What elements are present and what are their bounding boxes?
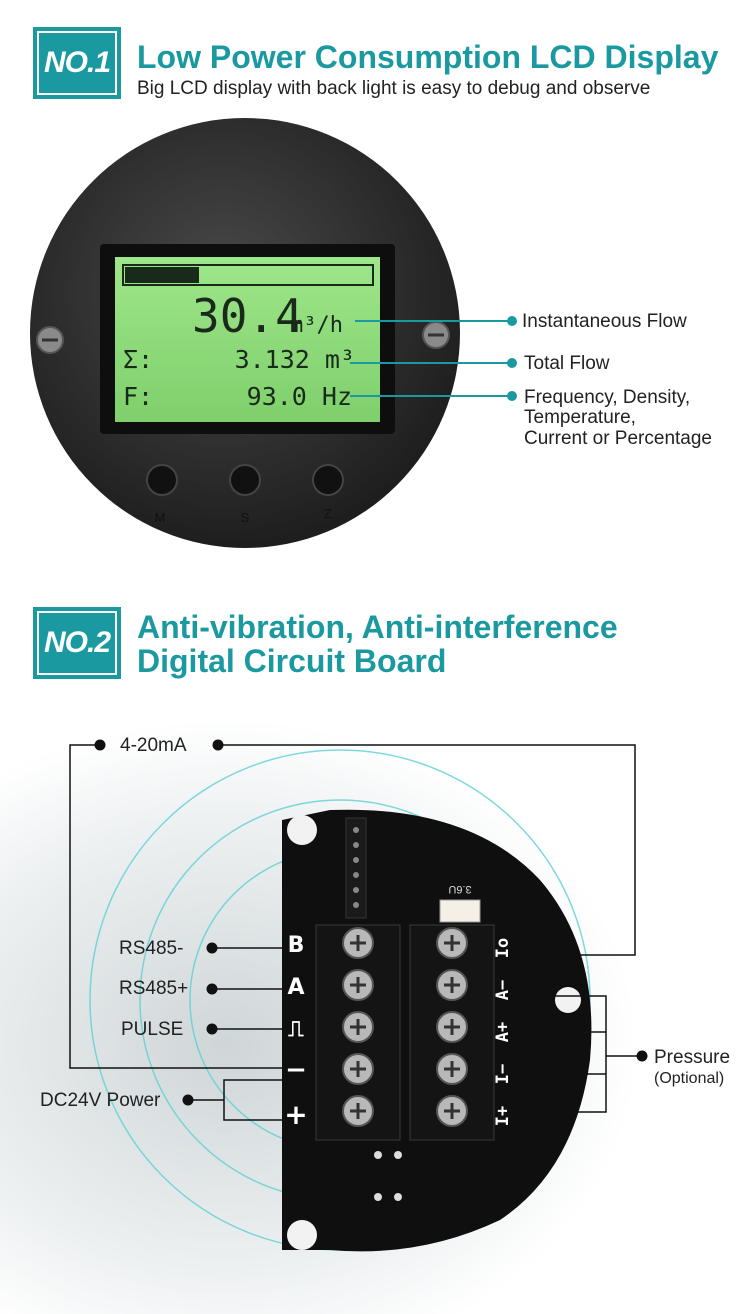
label-rs485-minus: RS485- [119,938,184,959]
terminal-screw-slot [444,1103,460,1119]
label-pulse: PULSE [121,1019,184,1040]
callout-line-total [350,358,517,368]
button-z[interactable]: Z [312,464,344,521]
callout-frequency-line2: Temperature, [524,407,636,428]
terminal-label-io: Io [493,938,513,958]
button-s-label: S [241,510,250,525]
terminal-screw-slot [350,1061,366,1077]
terminal-screw-slot [444,935,460,951]
callout-frequency-line3: Current or Percentage [524,428,712,449]
button-m[interactable]: M [146,464,178,525]
mount-hole-bottom [287,1220,317,1250]
lcd-freq-label: F: [123,382,153,411]
label-4-20ma: 4-20mA [120,735,187,756]
section1-subtitle: Big LCD display with back light is easy … [137,78,651,99]
pin-header [345,817,367,919]
wiring-lines [69,744,640,1121]
callout-line-instantaneous [355,316,517,326]
lcd-main-value: 30.4 [192,289,303,343]
terminal-label-plus: + [284,1098,307,1131]
label-pressure-optional: (Optional) [654,1070,725,1087]
button-m-label: M [155,510,166,525]
lcd-progress-bar [122,264,374,286]
terminal-screws [342,927,468,1127]
badge-no2-text: NO.2 [37,611,117,675]
badge-no1: NO.1 [33,27,121,99]
badge-no2: NO.2 [33,607,121,679]
terminal-screw-slot [350,977,366,993]
lcd-total-label: Σ: [123,345,153,374]
section1-title: Low Power Consumption LCD Display [137,39,719,75]
terminal-screw-slot [444,977,460,993]
terminal-label-a: A [287,975,304,1000]
terminal-screw-slot [444,1019,460,1035]
callout-line-frequency [350,391,517,401]
lcd-main-unit: m³/h [290,313,343,338]
terminal-screw-slot [350,1103,366,1119]
badge-no1-text: NO.1 [37,31,117,95]
terminal-label-b: B [288,933,305,958]
terminal-label-a-minus: A− [493,980,513,1000]
button-z-label: Z [324,506,332,521]
label-dc24v-power: DC24V Power [40,1090,161,1111]
callout-instantaneous-flow: Instantaneous Flow [522,311,687,332]
callout-frequency-line1: Frequency, Density, [524,387,691,408]
battery-connector [439,899,481,923]
button-s[interactable]: S [229,464,261,525]
label-rs485-plus: RS485+ [119,978,189,999]
screw-left-icon [36,326,64,354]
section2-title-line1: Anti-vibration, Anti-interference [137,609,618,645]
terminal-label-i-plus: I+ [493,1106,513,1126]
terminal-screw-slot [350,1019,366,1035]
terminal-screw-slot [350,935,366,951]
terminal-label-i-minus: I− [493,1064,513,1084]
terminal-screw-slot [444,1061,460,1077]
terminal-label-a-plus: A+ [493,1022,513,1042]
section2-title-line2: Digital Circuit Board [137,643,447,679]
board-vias [374,1151,402,1201]
wiring-dots [94,739,648,1106]
label-pressure: Pressure [654,1047,731,1068]
lcd-freq-value: 93.0 Hz [247,382,352,411]
terminal-label-minus: − [285,1055,307,1085]
callout-total-flow: Total Flow [524,353,610,374]
connector-label: 3.6U [448,883,471,895]
mount-hole-right [555,987,581,1013]
lcd-progress-fill [125,267,199,283]
terminal-label-pulse: ⎍ [288,1017,304,1042]
lcd-total-value: 3.132 m³ [235,345,355,374]
mount-hole-top [287,815,317,845]
lcd-device-illustration: 30.4 m³/h Σ: 3.132 m³ F: 93.0 Hz M S Z [30,118,517,548]
